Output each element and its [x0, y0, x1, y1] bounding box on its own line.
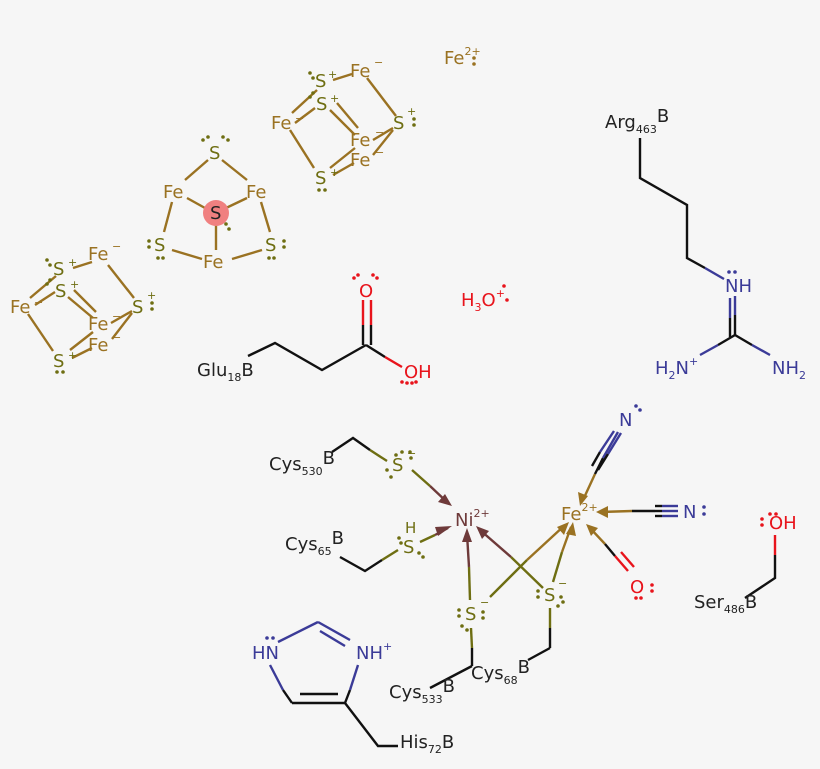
svg-text:S: S [403, 537, 414, 558]
svg-text:−: − [112, 310, 121, 323]
svg-text:Ser486B: Ser486B [694, 592, 757, 616]
svg-text:S: S [392, 455, 403, 476]
svg-text:−: − [34, 296, 43, 309]
svg-text:Ni2+: Ni2+ [455, 507, 490, 531]
highlighted-sulfur [203, 200, 229, 226]
lone-pair-dots [45, 71, 778, 640]
coordination-arrowheads [435, 492, 608, 542]
svg-text:Fe: Fe [88, 335, 108, 356]
svg-text:S: S [393, 113, 404, 134]
svg-text:O: O [359, 281, 373, 302]
svg-text:S: S [53, 259, 64, 280]
svg-text:Arg463B: Arg463B [605, 106, 669, 136]
svg-text:S: S [315, 168, 326, 189]
svg-text:Fe: Fe [203, 252, 223, 273]
residue-ser486: Ser486B OH [694, 513, 797, 616]
svg-text:HN: HN [252, 643, 279, 664]
svg-text:NH2: NH2 [772, 358, 806, 382]
svg-text:O: O [630, 577, 644, 598]
svg-text:Fe: Fe [163, 182, 183, 203]
svg-text:+: + [68, 349, 77, 362]
free-iron-ion: Fe2+ [444, 45, 481, 69]
svg-text:NH: NH [725, 276, 752, 297]
svg-text:+: + [330, 166, 339, 179]
svg-text:Cys533B: Cys533B [389, 676, 455, 706]
svg-text:N: N [683, 502, 696, 523]
svg-text:S: S [544, 585, 555, 606]
iron-sulfur-cluster-left: Fe− Fe− Fe− Fe− S+ S+ S+ S+ [10, 240, 156, 372]
svg-text:Fe: Fe [350, 150, 370, 171]
svg-text:Cys65B: Cys65B [285, 528, 344, 558]
svg-text:−: − [374, 56, 383, 69]
svg-text:Fe: Fe [271, 113, 291, 134]
svg-text:Cys530B: Cys530B [269, 448, 335, 478]
svg-text:Fe: Fe [350, 61, 370, 82]
iron-sulfur-cluster-top: Fe− Fe− Fe− Fe− S+ S+ S+ S+ [271, 56, 416, 189]
svg-text:Fe: Fe [88, 314, 108, 335]
svg-text:S: S [210, 203, 221, 224]
svg-text:N: N [619, 410, 632, 431]
svg-text:His72B: His72B [400, 732, 454, 756]
svg-text:−: − [112, 240, 121, 253]
svg-text:H3O+: H3O+ [461, 287, 505, 314]
svg-text:S: S [209, 143, 220, 164]
svg-text:+: + [70, 278, 79, 291]
hydronium-ion: H3O+ [461, 287, 505, 314]
svg-text:Fe: Fe [246, 182, 266, 203]
svg-text:Fe: Fe [88, 244, 108, 265]
bonds [27, 72, 777, 748]
svg-text:S: S [55, 281, 66, 302]
iron-sulfur-cluster-middle: S S Fe Fe S S Fe [154, 143, 276, 273]
residue-arg463: Arg463B NH H2N+ NH2 [605, 106, 806, 382]
svg-text:NH+: NH+ [356, 640, 392, 664]
svg-text:S: S [53, 351, 64, 372]
svg-text:+: + [330, 92, 339, 105]
svg-text:S: S [154, 235, 165, 256]
residue-glu18: Glu18B O OH [197, 281, 432, 384]
svg-text:−: − [558, 577, 567, 590]
residue-his72: HN NH+ His72B [252, 640, 454, 756]
svg-text:S: S [265, 235, 276, 256]
svg-text:S: S [316, 94, 327, 115]
svg-text:Glu18B: Glu18B [197, 360, 254, 384]
svg-text:S: S [465, 604, 476, 625]
svg-text:−: − [295, 112, 304, 125]
svg-text:+: + [68, 256, 77, 269]
svg-text:OH: OH [769, 513, 797, 534]
svg-text:S: S [132, 297, 143, 318]
svg-text:Fe2+: Fe2+ [444, 45, 481, 69]
svg-text:−: − [407, 447, 416, 460]
svg-text:−: − [375, 126, 384, 139]
svg-text:−: − [112, 331, 121, 344]
svg-text:Fe2+: Fe2+ [561, 501, 598, 525]
svg-text:−: − [375, 146, 384, 159]
svg-text:Cys68B: Cys68B [471, 657, 530, 687]
svg-text:OH: OH [404, 362, 432, 383]
svg-text:S: S [315, 71, 326, 92]
svg-text:+: + [147, 289, 156, 302]
svg-text:Fe: Fe [10, 297, 30, 318]
svg-text:Fe: Fe [350, 130, 370, 151]
svg-text:−: − [480, 596, 489, 609]
svg-text:H: H [405, 519, 416, 537]
nife-active-site: Cys530B S− Cys65B SH Ni2+ Fe2+ N N O S− … [269, 410, 696, 706]
svg-text:H2N+: H2N+ [655, 355, 698, 382]
svg-text:+: + [407, 105, 416, 118]
svg-text:+: + [328, 68, 337, 81]
